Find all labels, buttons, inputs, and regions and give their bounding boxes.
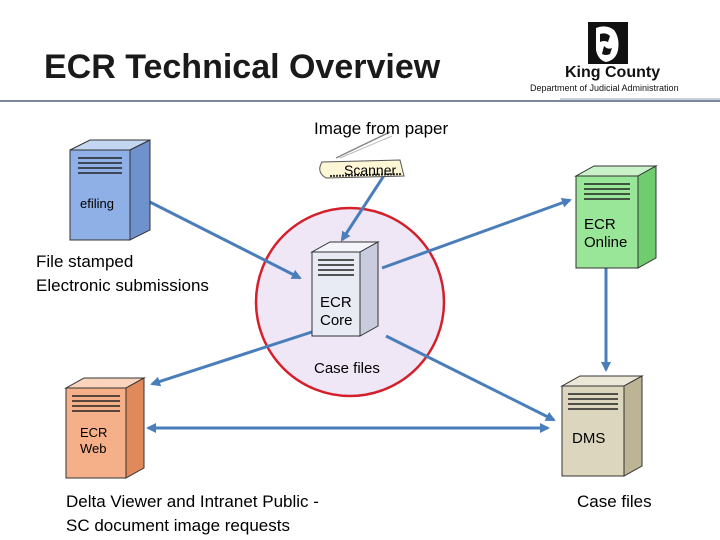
arrow-core-to-online xyxy=(381,198,572,270)
label-ecr-web-line1: ECR xyxy=(80,425,108,440)
header-divider xyxy=(0,98,720,102)
scanner-icon xyxy=(319,131,405,179)
label-ecr-core-line2: Core xyxy=(320,312,353,329)
arrow-scanner-to-core xyxy=(340,173,387,242)
ecr-web-server-icon xyxy=(64,377,146,479)
logo-department: Department of Judicial Administration xyxy=(530,83,679,93)
label-ecr-online-line2: Online xyxy=(584,234,628,251)
label-ecr-online-line1: ECR xyxy=(584,216,616,233)
label-delta-viewer-line1: Delta Viewer and Intranet Public - xyxy=(66,492,319,511)
king-county-logo xyxy=(588,22,628,64)
label-delta-viewer-line2: SC document image requests xyxy=(66,516,290,535)
label-ecr-core-line1: ECR xyxy=(320,294,352,311)
label-case-files-right: Case files xyxy=(577,492,652,511)
ecr-core-server-icon xyxy=(310,241,380,337)
label-file-stamped: File stamped xyxy=(36,252,134,271)
label-scanner: Scanner xyxy=(344,162,397,178)
ecr-online-server-icon xyxy=(574,165,658,269)
label-ecr-web-line2: Web xyxy=(80,441,107,456)
arrow-core-to-web xyxy=(150,328,319,387)
label-electronic-submissions: Electronic submissions xyxy=(36,276,209,295)
dms-server-icon xyxy=(560,375,644,477)
label-image-from-paper: Image from paper xyxy=(314,119,449,138)
page-title: ECR Technical Overview xyxy=(44,48,441,86)
logo-name: King County xyxy=(565,64,661,81)
label-efiling: efiling xyxy=(80,196,114,211)
label-dms: DMS xyxy=(572,430,606,447)
label-case-files-center: Case files xyxy=(314,360,380,377)
efiling-server-icon xyxy=(69,139,151,241)
arrow-core-to-dms xyxy=(385,334,556,422)
arrow-efiling-to-core xyxy=(137,194,302,280)
